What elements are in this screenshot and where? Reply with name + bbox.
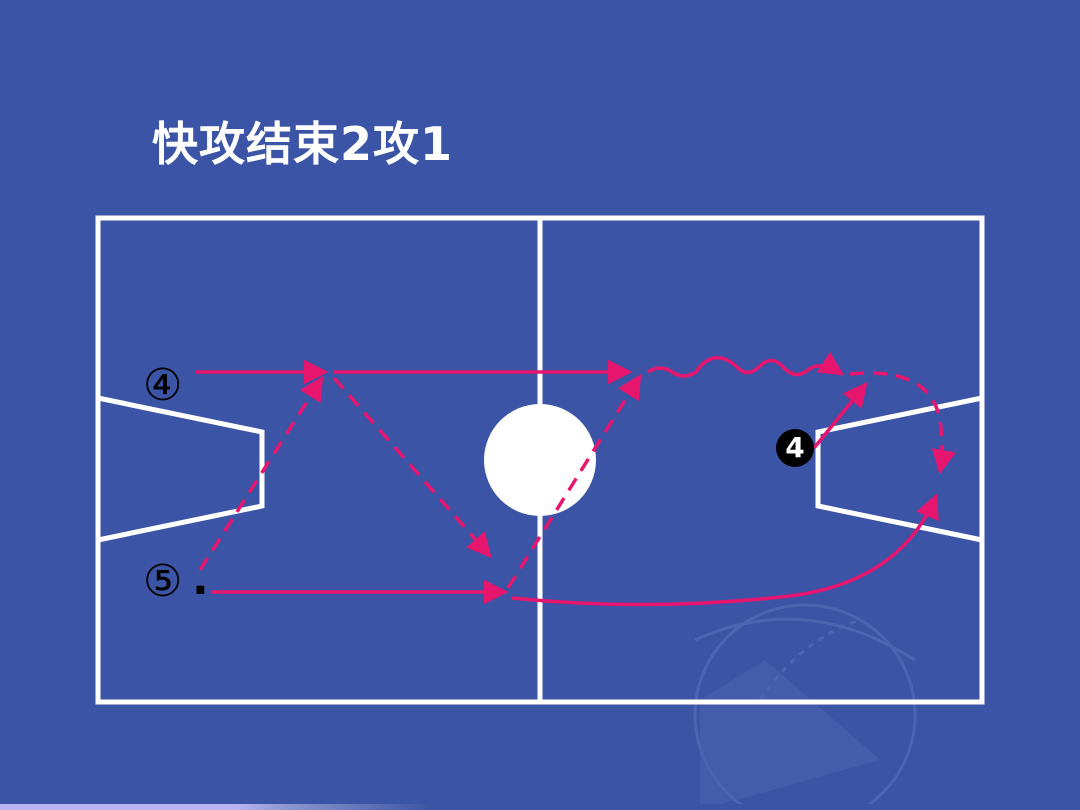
center-circle	[484, 404, 596, 516]
bottom-strip	[0, 804, 1080, 810]
defender-4-marker: 4	[776, 429, 814, 467]
pass-5-to-4	[198, 375, 324, 571]
player-5-dot: .	[192, 554, 209, 605]
player-5-marker: ⑤	[143, 556, 183, 607]
left-key-area	[97, 395, 265, 543]
watermark-ball-icon	[693, 603, 917, 810]
pass-loop	[849, 371, 956, 475]
defender-move	[812, 382, 868, 450]
pass-5-to-4-again	[506, 373, 642, 589]
dribble-wave	[647, 351, 845, 378]
player-4-marker: ④	[143, 360, 183, 411]
pass-4-to-5	[332, 376, 492, 558]
right-key-area	[815, 395, 983, 543]
slide-title: 快攻结束2攻1	[152, 117, 454, 171]
path-5-cut	[511, 493, 939, 607]
